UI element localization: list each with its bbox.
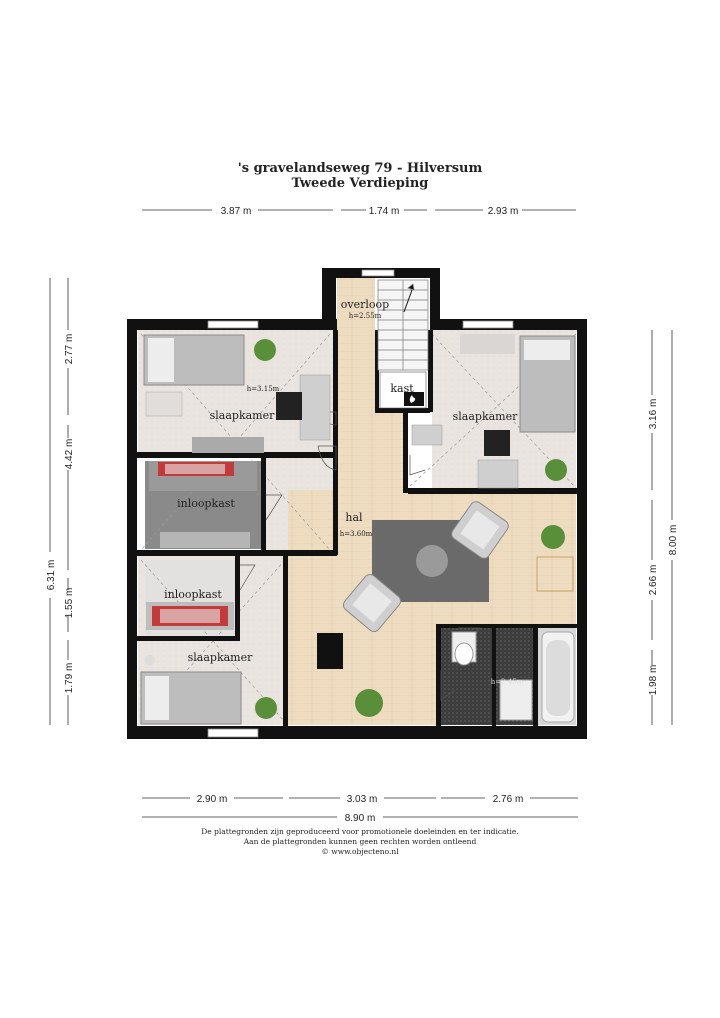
desk-nw [276, 374, 331, 441]
dim-right-3: 1.98 m [648, 665, 659, 696]
plan-address-title: 's gravelandseweg 79 - Hilversum [237, 161, 483, 176]
dim-left-total: 6.31 m [46, 560, 57, 591]
dimension-right [651, 330, 673, 725]
room-height-hal: h=3.60m [340, 530, 373, 538]
wardrobe-1 [149, 461, 257, 548]
dimension-left [49, 278, 69, 725]
plant-sw [255, 697, 277, 719]
dim-bottom-1: 2.90 m [197, 794, 228, 805]
dimension-bottom [142, 797, 578, 818]
armchair-2 [342, 573, 402, 633]
dim-left-2: 4.42 m [64, 439, 75, 470]
dim-bottom-total: 8.90 m [345, 813, 376, 824]
shelf-nw [192, 437, 264, 453]
room-label-inloopkast-1: inloopkast [177, 497, 235, 510]
plant-hal-2 [541, 525, 565, 549]
room-label-overloop: overloop [341, 298, 389, 311]
armchair-1 [451, 501, 509, 559]
staircase [377, 279, 429, 371]
bed-ne [411, 334, 576, 489]
dim-left-4: 1.79 m [64, 663, 75, 694]
dim-bottom-3: 2.76 m [493, 794, 524, 805]
bed-sw [140, 655, 242, 725]
fireplace [317, 633, 343, 669]
plant-ne [545, 459, 567, 481]
dim-top-2: 1.74 m [369, 206, 400, 217]
dim-bottom-2: 3.03 m [347, 794, 378, 805]
bed-nw [143, 334, 245, 417]
flame-icon [409, 395, 416, 403]
room-label-slaapkamer-nw: slaapkamer [210, 409, 275, 422]
plant-nw [254, 339, 276, 361]
bathroom-fixtures [451, 631, 575, 723]
side-table [536, 556, 574, 592]
wardrobe-2 [146, 602, 234, 630]
dim-right-2: 2.66 m [648, 565, 659, 596]
dim-top-3: 2.93 m [488, 206, 519, 217]
plant-hal [355, 689, 383, 717]
room-label-inloopkast-2: inloopkast [164, 588, 222, 601]
dim-left-3: 1.55 m [64, 588, 75, 619]
dim-top-1: 3.87 m [221, 206, 252, 217]
disclaimer-line-1: De plattegronden zijn geproduceerd voor … [201, 827, 519, 836]
dim-left-1: 2.77 m [64, 334, 75, 365]
room-height-badkamer: h=2.45m [491, 678, 524, 686]
plan-floor-title: Tweede Verdieping [291, 176, 429, 191]
dim-right-1: 3.16 m [648, 399, 659, 430]
windows [207, 269, 514, 738]
room-label-hal: hal [345, 511, 363, 524]
room-label-slaapkamer-sw: slaapkamer [188, 651, 253, 664]
coffee-table [416, 545, 448, 577]
dim-right-total: 8.00 m [668, 525, 679, 556]
room-label-kast: kast [390, 382, 414, 395]
room-height-overloop: h=2.55m [349, 312, 382, 320]
copyright-line: © www.objecteno.nl [321, 847, 399, 856]
room-label-slaapkamer-ne: slaapkamer [453, 410, 518, 423]
disclaimer-line-2: Aan de plattegronden kunnen geen rechten… [243, 837, 477, 846]
room-height-slaapkamer-nw: h=3.15m [247, 385, 280, 393]
